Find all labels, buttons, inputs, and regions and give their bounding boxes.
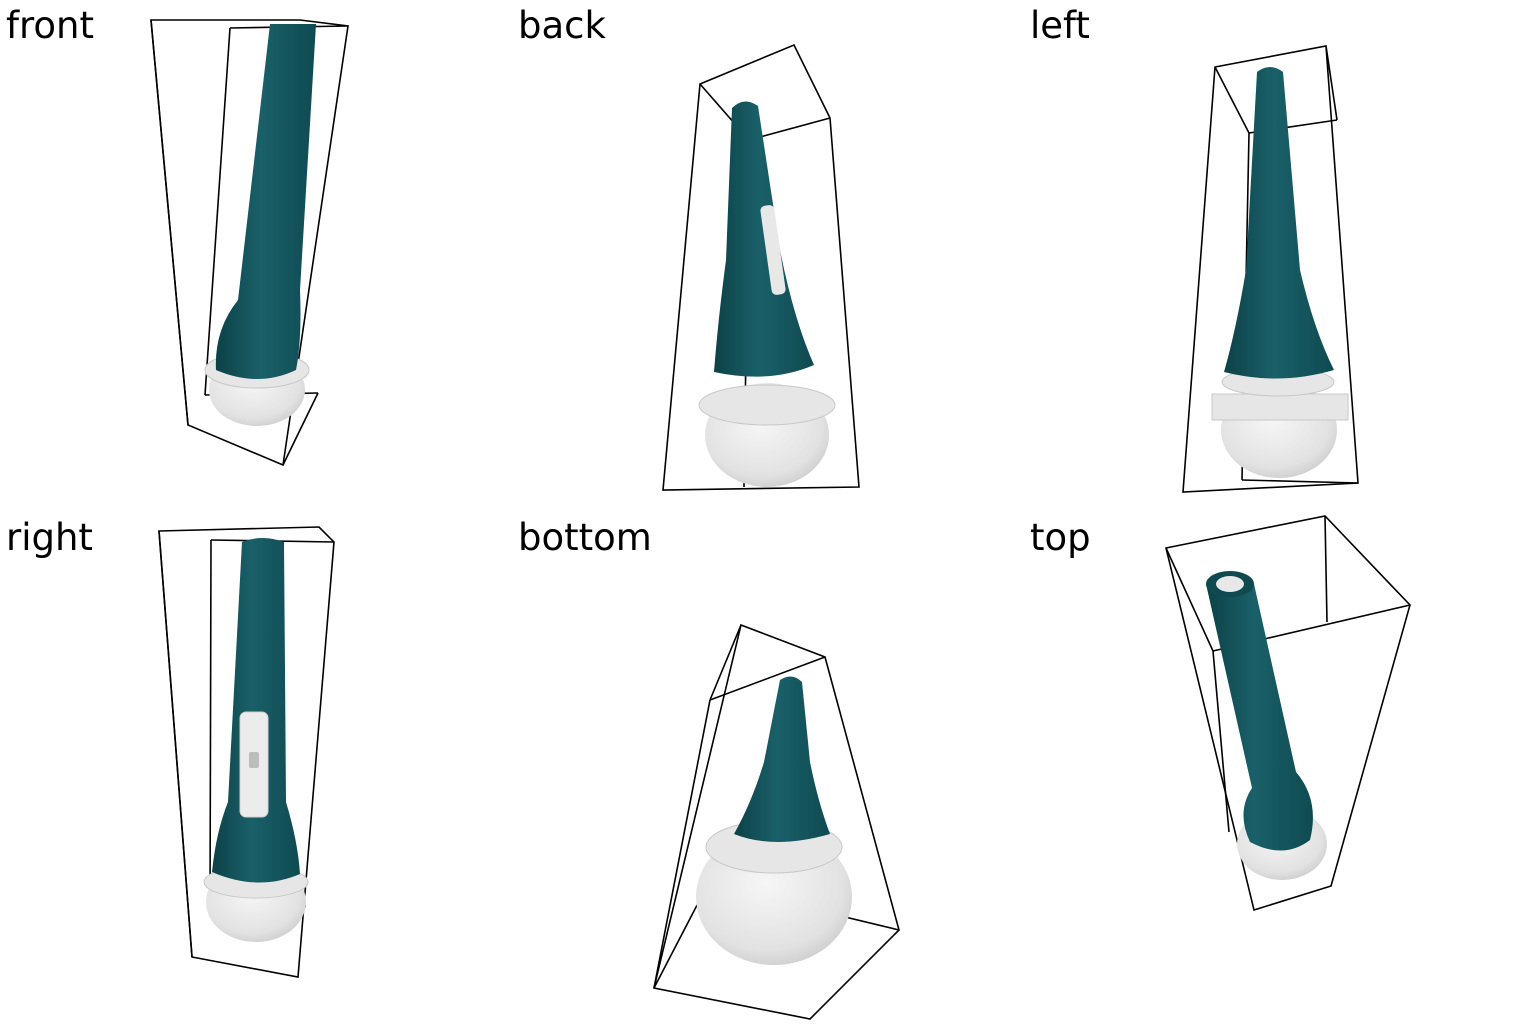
handle-body	[1206, 584, 1313, 851]
view-label: front	[6, 4, 95, 47]
view-label: back	[518, 4, 606, 47]
handle-body	[714, 101, 814, 377]
grille-ball	[1211, 367, 1349, 478]
left-render	[1182, 45, 1359, 493]
top-cap-insert	[1216, 576, 1244, 592]
view-label: left	[1030, 4, 1090, 47]
view-back: back	[512, 0, 1024, 512]
view-front: front	[0, 0, 512, 512]
back-render	[662, 43, 860, 491]
right-render	[158, 526, 335, 978]
top-render	[1165, 515, 1411, 912]
grille-ball	[696, 820, 852, 965]
switch-panel	[760, 205, 786, 295]
handle-body	[1224, 67, 1334, 379]
view-label: bottom	[518, 516, 652, 559]
switch-slider	[249, 752, 259, 768]
handle-body	[215, 24, 316, 379]
view-left: left	[1024, 0, 1536, 512]
handle-body	[734, 676, 830, 842]
grille-ball	[698, 383, 836, 487]
front-render	[150, 19, 349, 467]
handle-body	[212, 538, 300, 883]
view-label: right	[6, 516, 93, 559]
view-right: right	[0, 512, 512, 1024]
view-top: top	[1024, 512, 1536, 1024]
view-bottom: bottom	[512, 512, 1024, 1024]
view-label: top	[1030, 516, 1091, 559]
bottom-render	[653, 623, 900, 1020]
